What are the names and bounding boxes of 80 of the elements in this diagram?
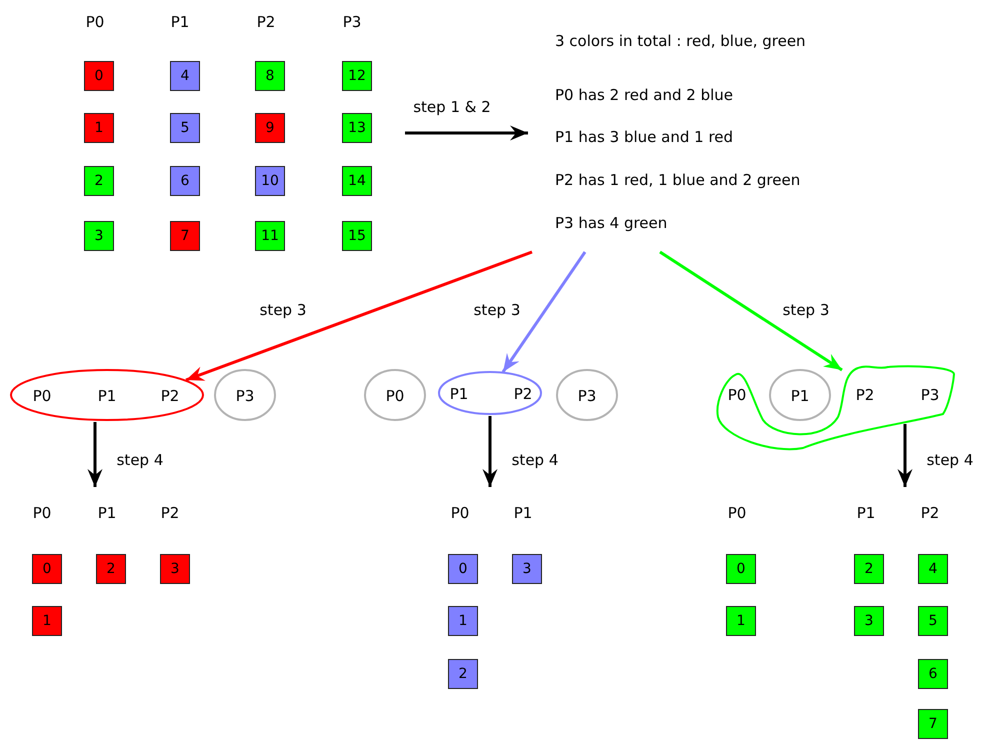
- arrow: [898, 424, 912, 487]
- process-label: P3: [920, 386, 940, 404]
- numbered-tile: 1: [726, 606, 756, 636]
- numbered-tile: 3: [84, 221, 114, 251]
- column-header: P0: [86, 13, 104, 31]
- edge-label: step 4: [924, 451, 976, 469]
- process-label: P3: [236, 387, 254, 405]
- numbered-tile: 0: [84, 61, 114, 91]
- process-circle: [556, 369, 618, 421]
- numbered-tile: 7: [918, 709, 948, 739]
- column-header: P1: [856, 504, 876, 522]
- process-label: P1: [790, 387, 810, 405]
- column-header: P1: [170, 13, 190, 31]
- column-header: P0: [450, 504, 470, 522]
- column-header: P2: [160, 504, 180, 522]
- numbered-tile: 0: [32, 554, 62, 584]
- process-circle: [364, 369, 426, 421]
- edge-label: step 3: [780, 301, 832, 319]
- edge-label: step 3: [258, 301, 308, 319]
- numbered-tile: 11: [255, 221, 285, 251]
- summary-line: 3 colors in total : red, blue, green: [555, 32, 806, 50]
- numbered-tile: 7: [170, 221, 200, 251]
- arrow: [185, 250, 533, 382]
- summary-line: P2 has 1 red, 1 blue and 2 green: [555, 171, 800, 189]
- numbered-tile: 2: [96, 554, 126, 584]
- summary-line: P0 has 2 red and 2 blue: [555, 86, 734, 104]
- numbered-tile: 8: [255, 61, 285, 91]
- numbered-tile: 15: [342, 221, 372, 251]
- numbered-tile: 0: [448, 554, 478, 584]
- column-header: P2: [256, 13, 276, 31]
- arrow: [482, 416, 498, 487]
- numbered-tile: 3: [160, 554, 190, 584]
- numbered-tile: 3: [854, 606, 884, 636]
- numbered-tile: 2: [448, 659, 478, 689]
- numbered-tile: 13: [342, 113, 372, 143]
- numbered-tile: 4: [918, 554, 948, 584]
- numbered-tile: 2: [854, 554, 884, 584]
- numbered-tile: 10: [255, 166, 285, 196]
- numbered-tile: 5: [918, 606, 948, 636]
- numbered-tile: 3: [512, 554, 542, 584]
- process-circle: [214, 369, 276, 421]
- process-label: P2: [514, 385, 532, 403]
- process-label: P1: [450, 385, 468, 403]
- numbered-tile: 5: [170, 113, 200, 143]
- process-label: P1: [98, 387, 116, 405]
- column-header: P1: [514, 504, 532, 522]
- numbered-tile: 14: [342, 166, 372, 196]
- column-header: P0: [728, 504, 746, 522]
- process-label: P0: [32, 387, 52, 405]
- numbered-tile: 4: [170, 61, 200, 91]
- numbered-tile: 2: [84, 166, 114, 196]
- numbered-tile: 1: [84, 113, 114, 143]
- group-ellipse: [438, 371, 542, 415]
- numbered-tile: 12: [342, 61, 372, 91]
- edge-label: step 4: [510, 451, 560, 469]
- process-label: P2: [856, 386, 874, 404]
- arrow: [88, 422, 102, 487]
- column-header: P2: [920, 504, 940, 522]
- summary-line: P1 has 3 blue and 1 red: [555, 128, 734, 146]
- arrow: [502, 251, 586, 373]
- process-circle: [769, 369, 831, 421]
- summary-line: P3 has 4 green: [555, 214, 668, 232]
- numbered-tile: 9: [255, 113, 285, 143]
- arrow: [659, 250, 843, 372]
- arrow: [405, 126, 528, 140]
- process-label: P0: [728, 386, 746, 404]
- numbered-tile: 1: [32, 606, 62, 636]
- group-ellipse: [10, 369, 204, 421]
- process-label: P2: [160, 387, 180, 405]
- numbered-tile: 0: [726, 554, 756, 584]
- column-header: P3: [342, 13, 362, 31]
- process-label: P3: [578, 387, 596, 405]
- edge-label: step 3: [472, 301, 522, 319]
- process-label: P0: [386, 387, 404, 405]
- edge-label: step 4: [114, 451, 166, 469]
- column-header: P0: [32, 504, 52, 522]
- numbered-tile: 6: [918, 659, 948, 689]
- numbered-tile: 1: [448, 606, 478, 636]
- numbered-tile: 6: [170, 166, 200, 196]
- column-header: P1: [98, 504, 116, 522]
